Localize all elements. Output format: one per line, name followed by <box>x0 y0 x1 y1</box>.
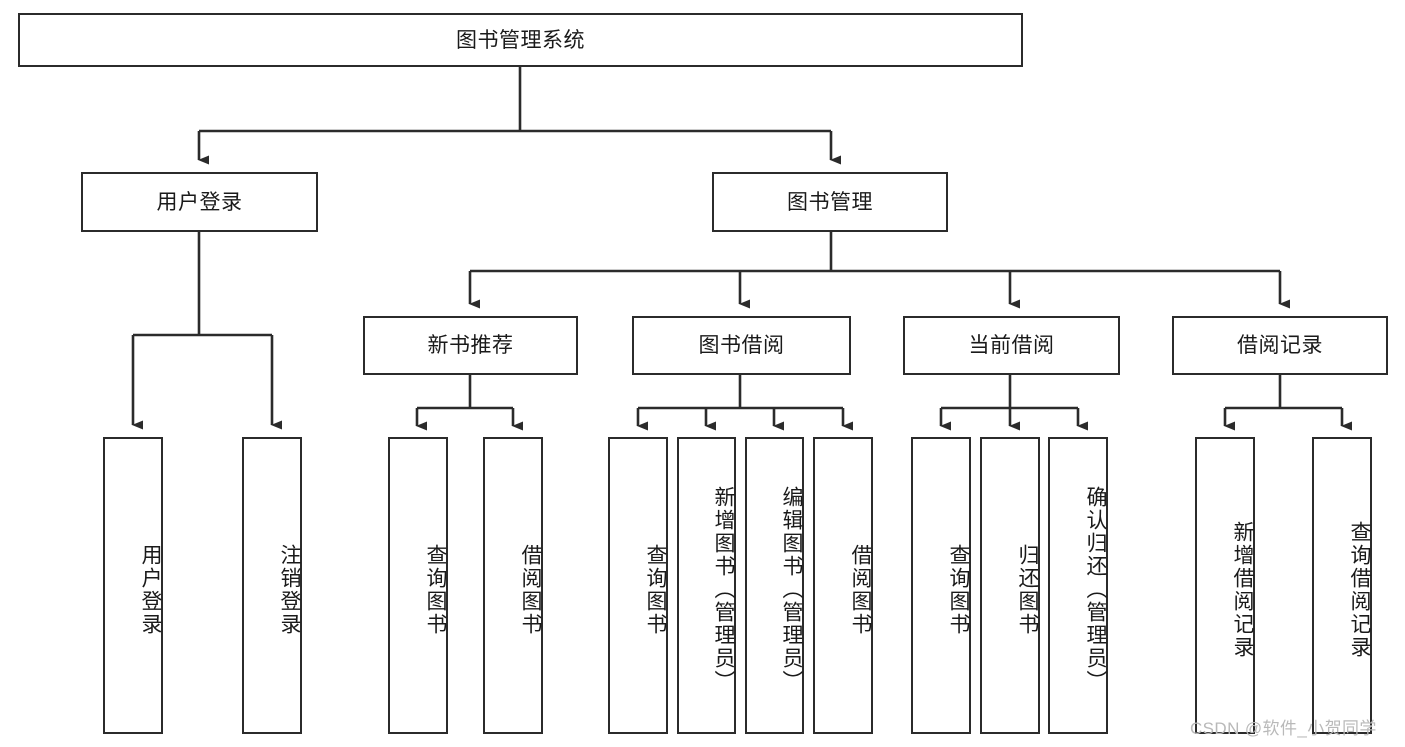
leaf-current-query-book-label: 查询图书 <box>947 543 970 636</box>
leaf-query-borrow-record-label: 查询借阅记录 <box>1348 520 1371 659</box>
node-root[interactable]: 图书管理系统 <box>18 13 1023 67</box>
node-root-label: 图书管理系统 <box>456 28 585 52</box>
node-book-management-label: 图书管理 <box>787 190 873 214</box>
leaf-borrow-query-book[interactable]: 查询图书 <box>608 437 668 734</box>
node-current-borrow-label: 当前借阅 <box>968 334 1055 357</box>
leaf-edit-book-admin[interactable]: 编辑图书（管理员） <box>745 437 804 734</box>
leaf-add-book-admin[interactable]: 新增图书（管理员） <box>677 437 736 734</box>
node-user-login-label: 用户登录 <box>156 190 243 214</box>
leaf-return-book-label: 归还图书 <box>1016 543 1039 636</box>
node-borrow-record-label: 借阅记录 <box>1237 334 1323 357</box>
leaf-borrow-book-label: 借阅图书 <box>849 543 872 636</box>
leaf-logout-label: 注销登录 <box>278 543 301 636</box>
leaf-logout[interactable]: 注销登录 <box>242 437 302 734</box>
leaf-add-book-admin-label: 新增图书（管理员） <box>712 486 735 693</box>
leaf-recommend-borrow-book[interactable]: 借阅图书 <box>483 437 543 734</box>
node-book-borrow-label: 图书借阅 <box>698 334 785 357</box>
node-book-management[interactable]: 图书管理 <box>712 172 948 232</box>
leaf-return-book[interactable]: 归还图书 <box>980 437 1040 734</box>
node-borrow-record[interactable]: 借阅记录 <box>1172 316 1388 375</box>
leaf-edit-book-admin-label: 编辑图书（管理员） <box>780 486 803 693</box>
leaf-borrow-book[interactable]: 借阅图书 <box>813 437 873 734</box>
leaf-confirm-return-admin[interactable]: 确认归还（管理员） <box>1048 437 1108 734</box>
leaf-add-borrow-record[interactable]: 新增借阅记录 <box>1195 437 1255 734</box>
leaf-recommend-query-book[interactable]: 查询图书 <box>388 437 448 734</box>
node-user-login[interactable]: 用户登录 <box>81 172 318 232</box>
node-book-borrow[interactable]: 图书借阅 <box>632 316 851 375</box>
leaf-recommend-query-book-label: 查询图书 <box>424 543 447 636</box>
leaf-current-query-book[interactable]: 查询图书 <box>911 437 971 734</box>
leaf-user-login[interactable]: 用户登录 <box>103 437 163 734</box>
leaf-recommend-borrow-book-label: 借阅图书 <box>519 543 542 636</box>
leaf-add-borrow-record-label: 新增借阅记录 <box>1231 520 1254 659</box>
leaf-borrow-query-book-label: 查询图书 <box>644 543 667 636</box>
node-current-borrow[interactable]: 当前借阅 <box>903 316 1120 375</box>
watermark: CSDN @软件_小贺同学 <box>1190 719 1377 738</box>
node-new-book-recommend-label: 新书推荐 <box>427 334 514 357</box>
node-new-book-recommend[interactable]: 新书推荐 <box>363 316 578 375</box>
leaf-user-login-label: 用户登录 <box>139 543 162 636</box>
leaf-query-borrow-record[interactable]: 查询借阅记录 <box>1312 437 1372 734</box>
leaf-confirm-return-admin-label: 确认归还（管理员） <box>1084 486 1107 693</box>
